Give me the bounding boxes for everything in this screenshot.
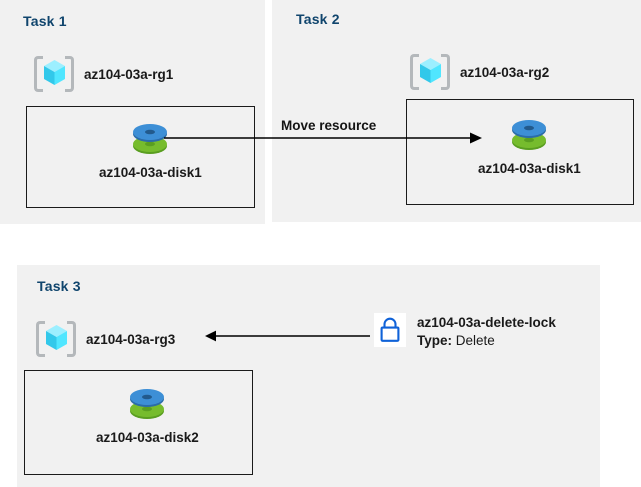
resource-group-icon (409, 52, 451, 92)
bracket-right-decor (67, 321, 76, 357)
bracket-left-decor (34, 56, 43, 92)
cube-glyph (44, 60, 65, 85)
resource-group-1-label: az104-03a-rg1 (84, 66, 174, 82)
managed-disk-2: az104-03a-disk1 (478, 115, 581, 176)
task-3-title: Task 3 (37, 278, 81, 294)
managed-disk-1-label: az104-03a-disk1 (99, 165, 202, 180)
resource-group-2-label: az104-03a-rg2 (460, 64, 550, 80)
managed-disk-3-label: az104-03a-disk2 (96, 430, 199, 445)
resource-group-icon (33, 54, 75, 94)
resource-group-3-label: az104-03a-rg3 (86, 331, 176, 347)
managed-disk-icon (133, 124, 168, 154)
lock-icon (374, 313, 406, 347)
lock-glyph (380, 317, 400, 342)
lock-type-key: Type: (417, 333, 453, 348)
resource-group-3: az104-03a-rg3 (35, 319, 175, 359)
task-panel-2: Task 2 az104-03a-rg2 (272, 0, 641, 222)
resource-group-2: az104-03a-rg2 (409, 52, 549, 92)
task-panel-3: Task 3 az104-03a-rg3 (17, 265, 600, 487)
managed-disk-icon (130, 389, 165, 419)
move-resource-connector (164, 132, 482, 144)
managed-disk-2-label: az104-03a-disk1 (478, 161, 581, 176)
cube-glyph (46, 325, 67, 350)
bracket-right-decor (65, 56, 74, 92)
delete-lock-annotation: az104-03a-delete-lock Type: Delete (374, 313, 556, 350)
cube-glyph (420, 58, 441, 83)
lock-type-row: Type: Delete (417, 332, 556, 350)
managed-disk-3: az104-03a-disk2 (96, 384, 199, 445)
lock-name: az104-03a-delete-lock (417, 315, 556, 330)
task-panel-1: Task 1 az104-03a-rg1 (0, 0, 265, 224)
bracket-right-decor (441, 54, 450, 90)
bracket-left-decor (36, 321, 45, 357)
resource-box-2: az104-03a-disk1 (406, 99, 634, 205)
lock-connector (205, 330, 370, 342)
task-2-title: Task 2 (296, 11, 340, 27)
resource-box-3: az104-03a-disk2 (24, 370, 253, 475)
lock-text-block: az104-03a-delete-lock Type: Delete (417, 314, 556, 350)
task-1-title: Task 1 (23, 13, 67, 29)
move-resource-label: Move resource (281, 118, 377, 133)
managed-disk-1: az104-03a-disk1 (99, 119, 202, 180)
resource-box-1: az104-03a-disk1 (26, 106, 255, 208)
resource-group-icon (35, 319, 77, 359)
managed-disk-icon (512, 120, 547, 150)
resource-group-1: az104-03a-rg1 (33, 54, 173, 94)
bracket-left-decor (410, 54, 419, 90)
lock-type-value: Delete (455, 333, 495, 348)
